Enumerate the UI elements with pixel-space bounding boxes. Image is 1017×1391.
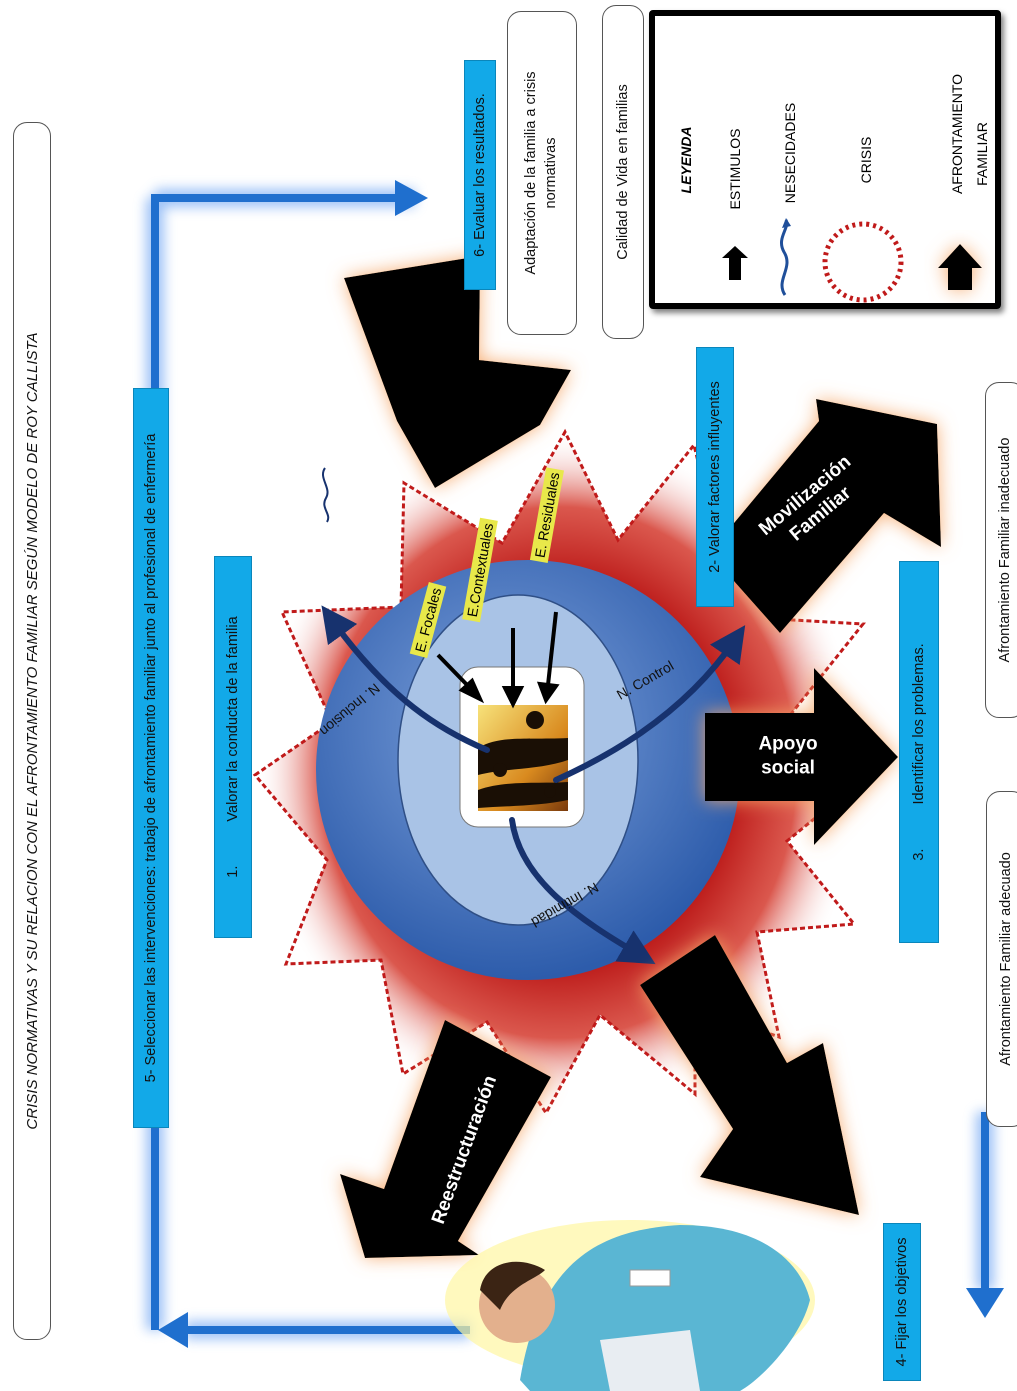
step-5-box: 5- Seleccionar las intervenciones: traba… — [133, 388, 169, 1128]
arrow-apoyo — [705, 668, 898, 845]
legend-need-icon — [780, 219, 789, 296]
step-3-number: 3. — [911, 848, 927, 861]
arrow-reestructuracion — [340, 1020, 551, 1258]
page-title: CRISIS NORMATIVAS Y SU RELACION CON EL A… — [13, 122, 51, 1340]
legend-coping-label-1: AFRONTAMIENTO — [949, 73, 965, 195]
page-title-text: CRISIS NORMATIVAS Y SU RELACION CON EL A… — [23, 332, 41, 1130]
quality-outcome-box: Calidad de Vida en familias — [602, 5, 644, 339]
step-6-box: 6- Evaluar los resultados. — [464, 60, 496, 290]
need-arrows — [321, 605, 746, 965]
arrow-movilizacion — [709, 399, 941, 633]
apoyo-label: Apoyo social — [758, 733, 818, 778]
step-2-label: 2- Valorar factores influyentes — [707, 381, 723, 573]
adequate-coping-label: Afrontamiento Familiar adecuado — [998, 852, 1014, 1066]
adaptation-outcome-box: Adaptación de la familia a crisis normat… — [507, 11, 577, 335]
legend-coping-label-2: FAMILIAR — [974, 122, 990, 186]
step-1-label: Valorar la conducta de la familia — [225, 616, 241, 822]
quality-outcome-label: Calidad de Vida en familias — [615, 84, 631, 260]
step-4-box: 4- Fijar los objetivos — [883, 1223, 921, 1381]
step-6-label: 6- Evaluar los resultados. — [472, 93, 488, 257]
step-1-box: 1. Valorar la conducta de la familia — [214, 556, 252, 938]
wave-icon — [322, 467, 330, 523]
step-2-box: 2- Valorar factores influyentes — [696, 347, 734, 607]
adequate-coping-box: Afrontamiento Familiar adecuado — [986, 791, 1017, 1127]
nurse-figure-icon — [445, 1220, 815, 1391]
inadequate-coping-label: Afrontamiento Familiar inadecuado — [997, 437, 1013, 663]
legend-stimulus-icon — [722, 246, 748, 280]
legend-crisis-icon — [822, 221, 904, 303]
step-4-label: 4- Fijar los objetivos — [894, 1237, 910, 1367]
legend-box — [649, 10, 1001, 309]
legend-needs-label: NESECIDADES — [782, 102, 798, 204]
stimuli-arrows — [436, 611, 560, 709]
step-1-number: 1. — [225, 865, 241, 878]
legend-crisis-label: CRISIS — [858, 136, 874, 184]
legend-symbols — [722, 218, 982, 303]
arrow-adequate — [640, 935, 859, 1215]
step-5-label: 5- Seleccionar las intervenciones: traba… — [143, 433, 159, 1083]
arrow-adaptation — [344, 256, 571, 488]
step-3-label: Identificar los problemas. — [911, 643, 927, 805]
inadequate-coping-box: Afrontamiento Familiar inadecuado — [985, 382, 1017, 718]
family-silhouette-icon — [478, 705, 568, 811]
legend-title: LEYENDA — [678, 126, 694, 194]
adaptation-outcome-label: Adaptación de la familia a crisis normat… — [523, 71, 559, 275]
coping-arrows — [340, 256, 941, 1258]
step-3-box: 3. Identificar los problemas. — [899, 561, 939, 943]
legend-stimuli-label: ESTIMULOS — [727, 128, 743, 210]
legend-coping-icon — [938, 244, 982, 290]
